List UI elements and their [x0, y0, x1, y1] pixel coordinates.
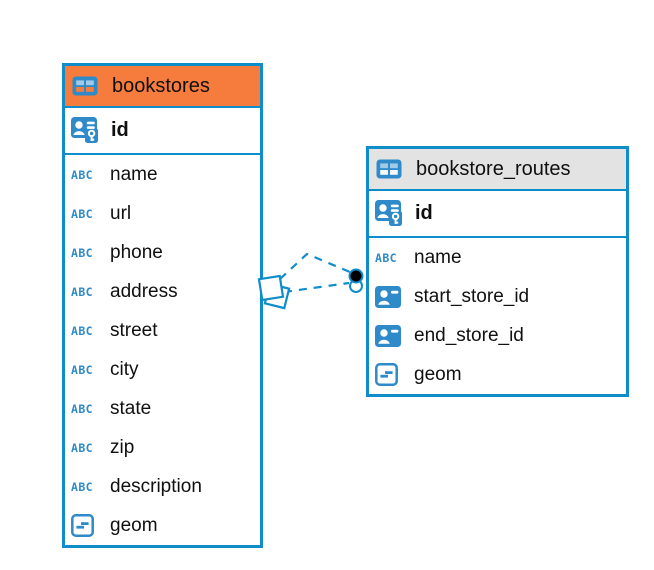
- text-type-icon: ABC: [71, 206, 93, 221]
- id-reference-icon: [375, 285, 407, 308]
- column-name: id: [111, 119, 129, 141]
- column-row[interactable]: geom: [65, 506, 260, 545]
- column-name: id: [415, 202, 433, 224]
- relationship-target-dot-icon[interactable]: [348, 268, 364, 293]
- table-bookstore-routes[interactable]: bookstore_routes id ABC name start_store…: [366, 146, 629, 397]
- text-type-icon: ABC: [71, 362, 93, 377]
- text-type-icon: ABC: [71, 401, 93, 416]
- text-type-icon: ABC: [71, 245, 93, 260]
- column-row[interactable]: ABC phone: [71, 241, 163, 263]
- primary-key-icon: [71, 117, 103, 144]
- column-row[interactable]: start_store_id: [369, 277, 626, 316]
- table-title: bookstores: [112, 74, 210, 97]
- column-row[interactable]: ABC state: [71, 397, 152, 419]
- table-icon: [72, 76, 104, 96]
- column-row[interactable]: geom: [369, 355, 626, 394]
- column-row[interactable]: ABC description: [71, 475, 202, 497]
- column-list: ABC name ABC url ABC phone ABC address A…: [65, 155, 260, 545]
- geometry-type-icon: [71, 514, 103, 537]
- text-type-icon: ABC: [71, 167, 93, 182]
- column-row-primary-key[interactable]: id: [369, 191, 626, 238]
- table-bookstores[interactable]: bookstores id ABC name ABC url ABC phone…: [62, 63, 263, 548]
- column-row-primary-key[interactable]: id: [65, 108, 260, 155]
- column-row[interactable]: ABC street: [71, 319, 158, 341]
- column-row[interactable]: ABC zip: [71, 436, 135, 458]
- column-row[interactable]: ABC name: [375, 246, 462, 268]
- relationship-source-diamond-icon[interactable]: [257, 274, 291, 310]
- column-row[interactable]: ABC city: [71, 358, 139, 380]
- geometry-type-icon: [375, 363, 407, 386]
- column-list: ABC name start_store_id end_store_id geo…: [369, 238, 626, 394]
- table-title: bookstore_routes: [416, 157, 571, 180]
- column-row[interactable]: ABC address: [71, 280, 178, 302]
- table-bookstore-routes-header[interactable]: bookstore_routes: [369, 149, 626, 191]
- text-type-icon: ABC: [375, 250, 397, 265]
- column-row[interactable]: ABC url: [71, 202, 132, 224]
- relationship-line[interactable]: [279, 252, 351, 280]
- id-reference-icon: [375, 324, 407, 347]
- table-bookstores-header[interactable]: bookstores: [65, 66, 260, 108]
- text-type-icon: ABC: [71, 284, 93, 299]
- text-type-icon: ABC: [71, 479, 93, 494]
- column-row[interactable]: end_store_id: [369, 316, 626, 355]
- relationship-line[interactable]: [283, 281, 350, 294]
- column-row[interactable]: ABC name: [71, 163, 158, 185]
- text-type-icon: ABC: [71, 323, 93, 338]
- primary-key-icon: [375, 200, 407, 227]
- text-type-icon: ABC: [71, 440, 93, 455]
- table-icon: [376, 159, 408, 179]
